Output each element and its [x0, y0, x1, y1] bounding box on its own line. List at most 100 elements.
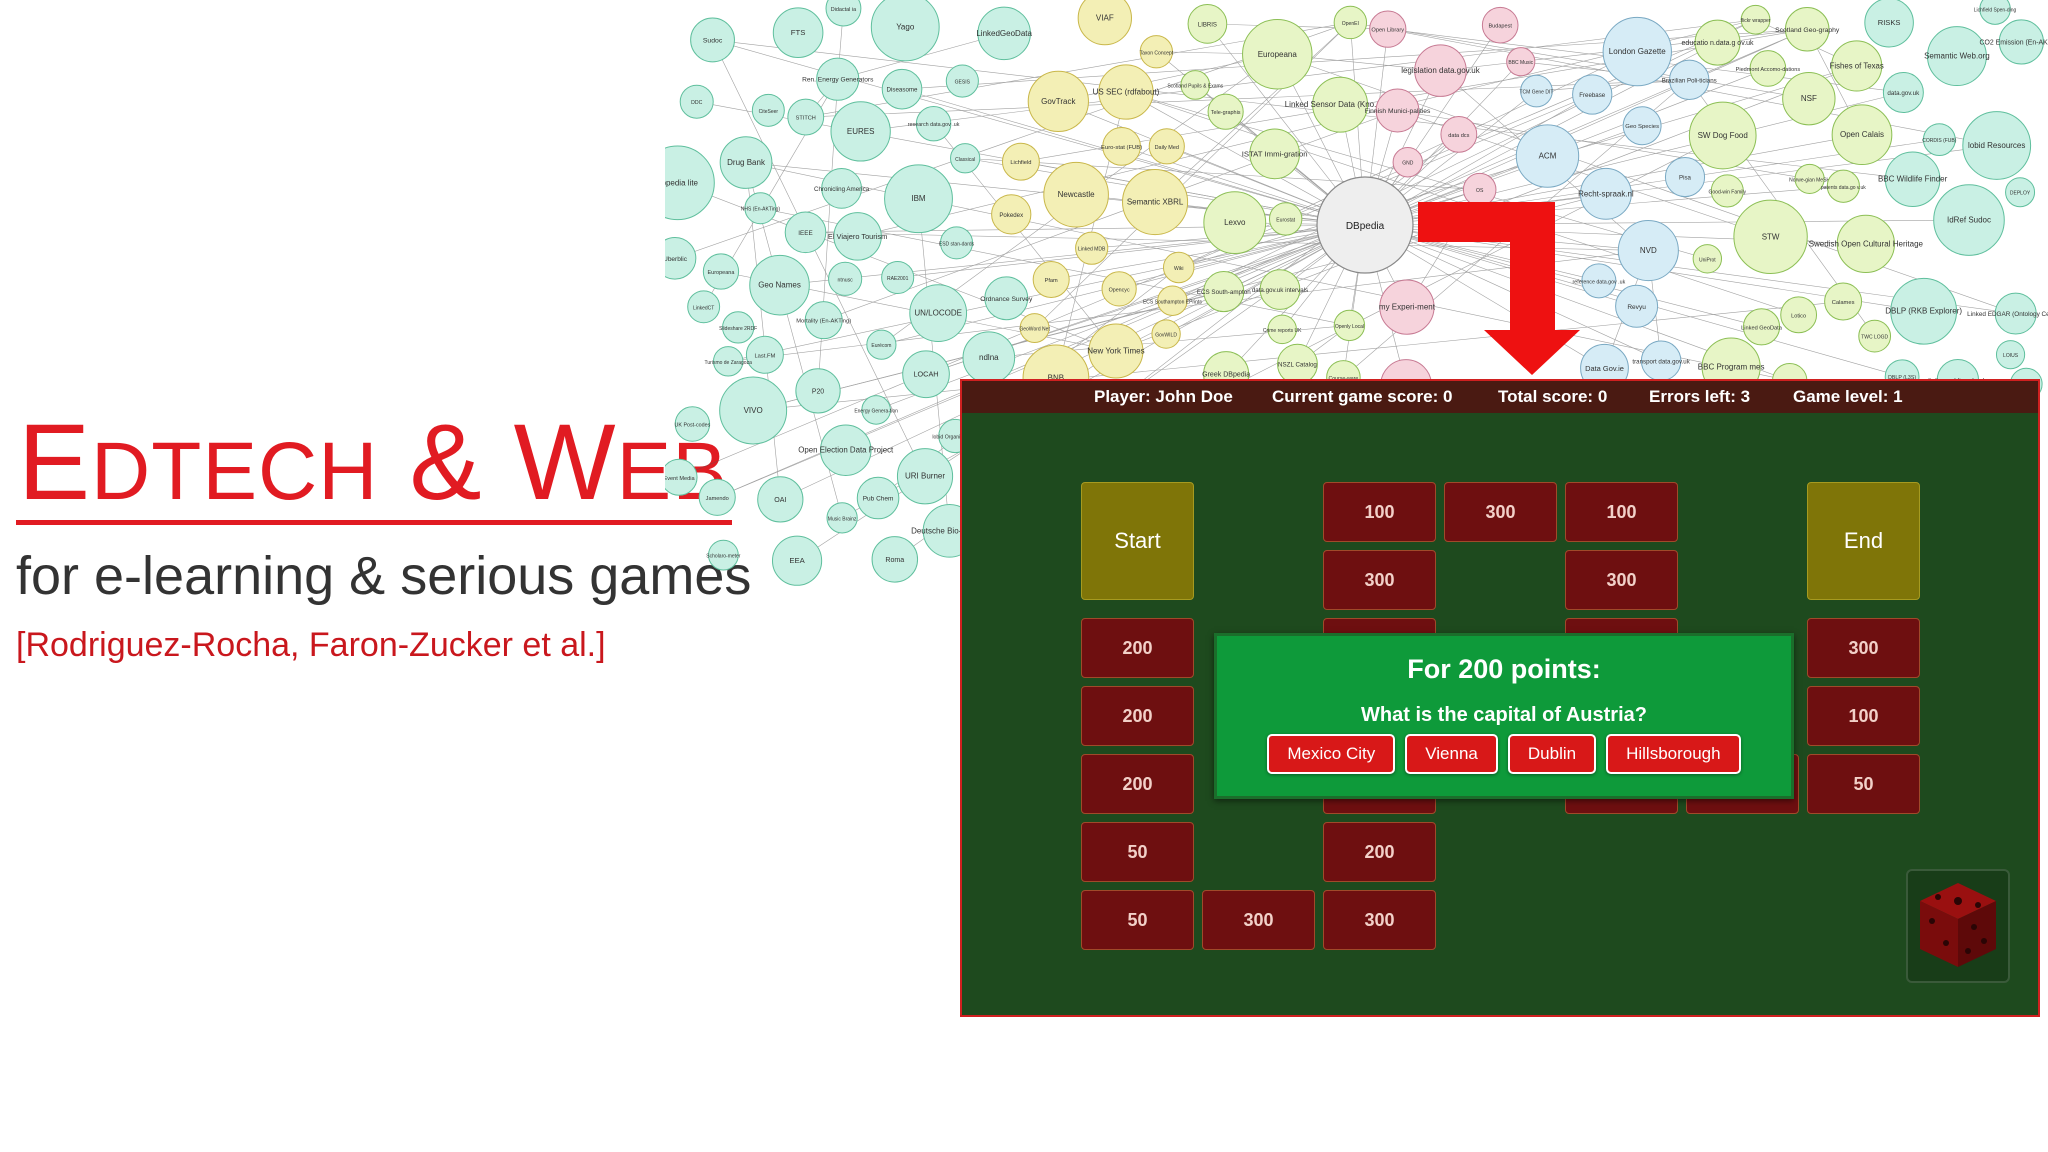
cloud-node	[1831, 104, 1893, 166]
board-tile[interactable]: 300	[1323, 550, 1436, 610]
cloud-node	[1102, 127, 1141, 166]
board-tile[interactable]: 200	[1081, 686, 1194, 746]
cloud-node-label: Greek DBpedia	[1202, 372, 1250, 379]
cloud-node	[1267, 314, 1297, 345]
cloud-node-label: research data.gov .uk	[908, 122, 960, 128]
cloud-node	[1882, 71, 1924, 113]
cloud-node-label: LIBRIS	[1198, 22, 1217, 28]
cloud-node-label: lobid Organi-sations	[932, 434, 979, 440]
answer-button-mexico-city[interactable]: Mexico City	[1267, 734, 1396, 774]
cloud-node	[1392, 147, 1423, 178]
board-tile[interactable]: 200	[1081, 618, 1194, 678]
cloud-node-label: Mortality (En-AKTing)	[796, 319, 851, 325]
cloud-node	[1664, 156, 1706, 198]
cloud-node-label: Roma	[885, 556, 904, 564]
board-tile[interactable]: 100	[1323, 482, 1436, 542]
cloud-node	[1075, 231, 1109, 265]
cloud-link	[1536, 79, 1690, 92]
cloud-node-label: Piedmont Accomo-dations	[1736, 67, 1801, 73]
cloud-node	[1249, 128, 1300, 180]
cloud-node-label: RAE2001	[887, 276, 909, 282]
board-tile[interactable]: 50	[1807, 754, 1920, 814]
start-tile[interactable]: Start	[1081, 482, 1194, 600]
cloud-node-label: Pfam	[1045, 278, 1058, 284]
cloud-node	[991, 194, 1032, 235]
cloud-node-label: GESIS	[955, 80, 971, 86]
cloud-node-label: UK Post-codes	[675, 423, 711, 429]
cloud-node-label: Freebase	[1579, 92, 1605, 99]
question-text: What is the capital of Austria?	[1361, 704, 1647, 726]
cloud-node-label: VIAF	[1096, 14, 1114, 23]
cloud-node-label: VIVO	[744, 406, 763, 415]
cloud-node	[1617, 220, 1679, 282]
cloud-node-label: Turismo de Zaragoza	[705, 360, 753, 366]
board-tile[interactable]: 300	[1444, 482, 1557, 542]
cloud-node-label: Open Calais	[1840, 130, 1884, 139]
cloud-node	[1979, 0, 2011, 25]
end-tile[interactable]: End	[1807, 482, 1920, 600]
cloud-node-label: Pisa	[1679, 175, 1691, 182]
cloud-node-label: IdRef Sudoc	[1947, 216, 1991, 225]
cloud-node	[795, 368, 841, 414]
cloud-node-label: Europeana	[708, 270, 736, 276]
board-tile[interactable]: 50	[1081, 890, 1194, 950]
cloud-node	[1077, 0, 1132, 46]
answer-button-dublin[interactable]: Dublin	[1507, 734, 1597, 774]
board-tile[interactable]: 300	[1807, 618, 1920, 678]
cloud-node-label: Music Brainz	[828, 516, 857, 522]
cloud-node	[909, 284, 968, 342]
cloud-node	[1922, 123, 1956, 157]
cloud-node	[1101, 271, 1137, 307]
cloud-node	[1579, 167, 1632, 220]
cloud-node	[881, 68, 923, 110]
cloud-node	[1998, 19, 2044, 65]
cloud-link	[965, 157, 1480, 190]
board-tile[interactable]: 200	[1081, 754, 1194, 814]
cloud-node-label: Ordnance Survey	[980, 296, 1033, 303]
cloud-node	[719, 376, 788, 445]
board-tile[interactable]: 300	[1202, 890, 1315, 950]
cloud-node	[1694, 19, 1741, 66]
player-label: Player: John Doe	[1094, 387, 1233, 406]
cloud-node	[787, 98, 825, 136]
board-tile[interactable]: 100	[1807, 686, 1920, 746]
cloud-node	[884, 164, 953, 234]
cloud-node-label: ndlna	[979, 353, 999, 362]
board-tile[interactable]: 300	[1323, 890, 1436, 950]
errors-left-label: Errors left: 3	[1649, 387, 1751, 406]
cloud-node-label: Scotland Geo-graphy	[1775, 27, 1840, 34]
answer-button-hillsborough[interactable]: Hillsborough	[1606, 734, 1741, 774]
cloud-node-label: data.gov.uk intervals	[1252, 287, 1308, 294]
dice-icon	[1920, 883, 1996, 967]
cloud-node-label: ECS Southampton EPrints	[1143, 299, 1202, 305]
cloud-node-label: CO2 Emission (En-AKTing)	[1980, 39, 2048, 46]
cloud-node	[698, 478, 736, 516]
cloud-node	[1572, 74, 1613, 115]
board-tile[interactable]: 200	[1323, 822, 1436, 882]
cloud-node	[820, 424, 872, 476]
cloud-node	[1622, 106, 1662, 146]
dice-button[interactable]	[1906, 869, 2010, 983]
cloud-node-label: OpenEI	[1342, 21, 1359, 27]
cloud-node	[1794, 163, 1825, 194]
cloud-node-label: RISKS	[1878, 18, 1901, 27]
total-score-label: Total score: 0	[1498, 387, 1608, 406]
cloud-link	[1350, 22, 1809, 99]
cloud-node-label: Deutsche Bio-graphie	[911, 526, 988, 535]
cloud-node	[950, 143, 981, 174]
cloud-node-label: ECS South-ampton	[1197, 289, 1251, 296]
cloud-node-label: Data Gov.ie	[1585, 364, 1624, 373]
board-tile[interactable]: 100	[1565, 482, 1678, 542]
cloud-node-label: Wiki	[1174, 266, 1183, 272]
cloud-node	[1242, 19, 1313, 90]
cloud-node	[1602, 16, 1672, 87]
cloud-node-label: lobid Resources	[1968, 141, 2025, 150]
cloud-node	[1268, 202, 1303, 236]
answer-button-vienna[interactable]: Vienna	[1405, 734, 1498, 774]
board-tile[interactable]: 50	[1081, 822, 1194, 882]
board-tile[interactable]: 300	[1565, 550, 1678, 610]
cloud-node-label: CORDIS (FUB)	[1922, 138, 1957, 144]
cloud-node	[881, 260, 915, 295]
cloud-node	[1710, 174, 1744, 208]
red-arrow-icon	[1418, 202, 1580, 375]
